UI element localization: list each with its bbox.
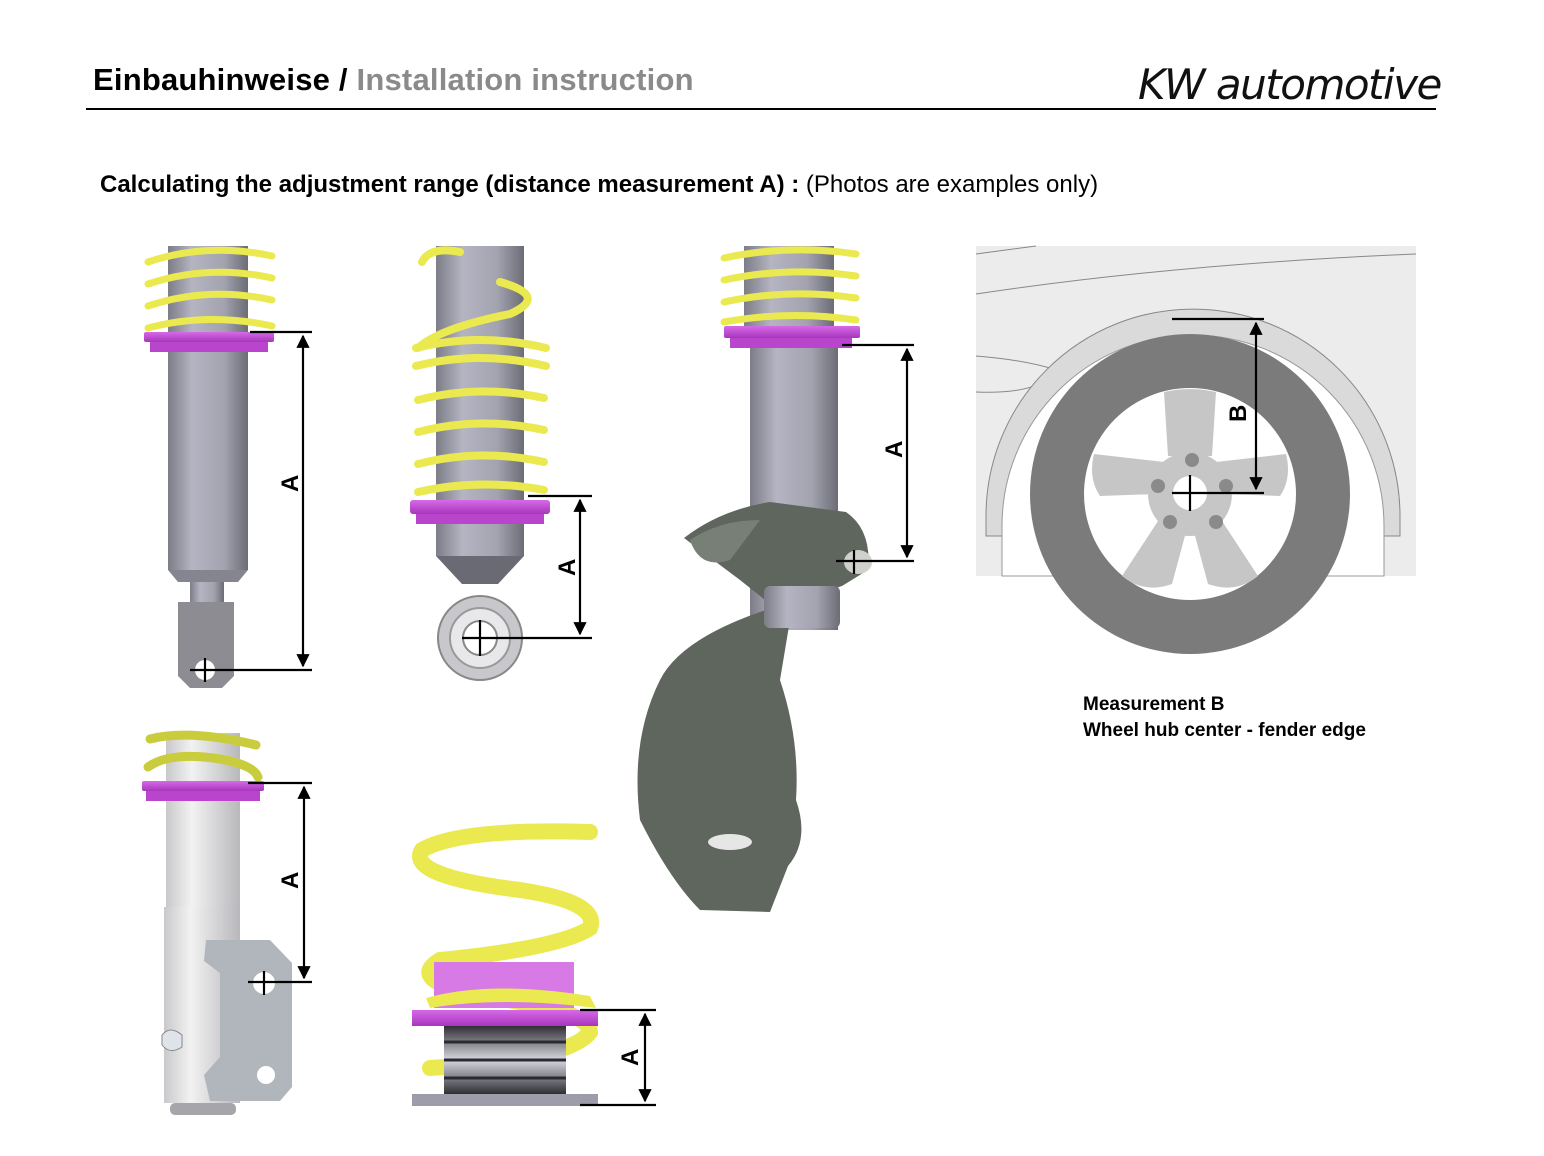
dimension-label-a: A	[277, 475, 304, 492]
coil-spring	[720, 246, 860, 326]
spring-seat-upper	[410, 500, 550, 514]
spring-seat-lower	[416, 514, 544, 524]
bracket-lower-hole	[257, 1066, 275, 1084]
knuckle-highlight	[690, 520, 760, 563]
dimension-a	[190, 330, 312, 682]
rim-spokes	[1092, 389, 1288, 588]
figure-wheel-fender: B	[975, 245, 1417, 654]
strut-tube	[166, 801, 240, 907]
section-heading-main: Calculating the adjustment range (distan…	[100, 171, 800, 198]
dimension-label-a: A	[881, 441, 908, 458]
dimension-a	[580, 1008, 656, 1107]
coil-spring	[144, 246, 276, 332]
document-title: Einbauhinweise / Installation instructio…	[93, 62, 694, 98]
steering-knuckle	[637, 502, 869, 912]
lug-nuts	[1151, 453, 1233, 529]
dimension-label-a: A	[277, 872, 304, 889]
title-english: Installation instruction	[356, 62, 694, 97]
dimension-a	[248, 781, 312, 995]
coil-spring	[412, 823, 600, 1076]
figure-strut-bracket-mount: A	[142, 730, 312, 1115]
thread-lines	[444, 1040, 566, 1080]
dimension-label-b: B	[1225, 405, 1252, 422]
ball-joint-hole	[708, 834, 752, 850]
dimension-label-a: A	[617, 1049, 644, 1066]
figure-spring-seat-threaded: A	[412, 823, 656, 1107]
shock-stem	[190, 582, 224, 602]
base-plate	[412, 1094, 598, 1106]
brake-line-clip	[161, 1029, 183, 1051]
figure-coilover-eye-mount: A	[410, 246, 592, 681]
strut-bottom-cap	[170, 1103, 236, 1115]
title-separator: /	[330, 62, 357, 97]
figure-strut-on-knuckle: A	[637, 246, 914, 912]
shock-collar	[168, 352, 248, 374]
spring-seat-upper	[144, 332, 274, 342]
spring-seat-upper	[142, 781, 264, 791]
spring-seat-upper	[724, 326, 860, 338]
coil-spring	[143, 730, 263, 782]
kw-automotive-logo: KW automotive	[1138, 60, 1442, 109]
measurement-b-subtitle: Wheel hub center - fender edge	[1083, 720, 1366, 741]
body-crease-line	[975, 253, 1417, 295]
body-crease-line-upper	[975, 245, 1037, 255]
section-heading: Calculating the adjustment range (distan…	[100, 171, 1098, 199]
strut-lower-end	[764, 586, 840, 628]
header-divider	[86, 108, 1436, 110]
shock-body	[168, 374, 248, 570]
spring-seat-lower	[150, 342, 268, 352]
shock-body-taper	[168, 570, 248, 582]
dimension-label-a: A	[554, 559, 581, 576]
dimension-b	[1172, 317, 1264, 511]
figure-coilover-fork-mount: A	[144, 246, 312, 688]
measurement-b-caption: Measurement B Wheel hub center - fender …	[1083, 692, 1366, 744]
title-german: Einbauhinweise	[93, 62, 331, 97]
spring-seat-ring	[412, 1010, 598, 1026]
measurement-b-title: Measurement B	[1083, 694, 1225, 715]
spring-seat-lower	[146, 791, 260, 801]
coil-spring	[412, 246, 550, 496]
section-heading-note: (Photos are examples only)	[799, 171, 1099, 198]
dimension-a	[462, 494, 592, 656]
shock-end-cap	[436, 556, 524, 584]
fork-mount	[178, 602, 234, 688]
dimension-a	[836, 343, 914, 574]
spring-end-coil	[426, 988, 596, 1008]
spring-seat-lower	[730, 338, 852, 348]
